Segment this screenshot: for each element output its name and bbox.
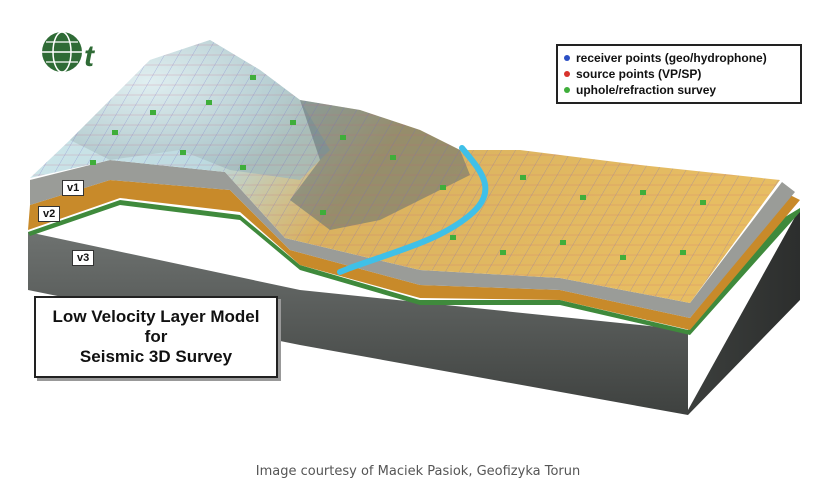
uphole-point [90,160,96,165]
company-logo: t [42,31,96,73]
uphole-point [620,255,626,260]
layer-v1 [30,160,795,318]
uphole-dot-icon [564,87,570,93]
legend-item-uphole: uphole/refraction survey [564,82,794,98]
block-front-face [28,232,688,415]
source-dot-icon [564,71,570,77]
legend-item-source: source points (VP/SP) [564,66,794,82]
uphole-point [250,75,256,80]
receiver-dot-icon [564,55,570,61]
uphole-point [206,100,212,105]
uphole-point [680,250,686,255]
legend-item-receiver: receiver points (geo/hydrophone) [564,50,794,66]
layer-label-v1: v1 [62,180,85,196]
uphole-point [112,130,118,135]
title-line-3: Seismic 3D Survey [79,347,233,366]
block-right-side [688,208,800,415]
legend-label: uphole/refraction survey [576,83,717,97]
title-line-1: Low Velocity Layer Model [52,307,260,326]
layer-label-v3: v3 [72,250,95,266]
uphole-point [700,200,706,205]
uphole-points [90,75,706,260]
legend-label: receiver points (geo/hydrophone) [576,51,767,65]
uphole-point [520,175,526,180]
title-line-2: for [144,327,168,346]
uphole-point [450,235,456,240]
river [337,145,489,275]
diagram-title-box: Low Velocity Layer Model for Seismic 3D … [34,296,278,378]
uphole-point [290,120,296,125]
uphole-point [150,110,156,115]
uphole-point [440,185,446,190]
uphole-point [340,135,346,140]
seismic-block-diagram [28,40,800,415]
image-caption: Image courtesy of Maciek Pasiok, Geofizy… [255,464,581,479]
layer-label-v2: v2 [38,206,61,222]
uphole-point [320,210,326,215]
uphole-point [560,240,566,245]
legend: receiver points (geo/hydrophone) source … [556,44,802,104]
uphole-point [500,250,506,255]
uphole-point [640,190,646,195]
uphole-point [180,150,186,155]
legend-label: source points (VP/SP) [576,67,702,81]
uphole-point [390,155,396,160]
survey-grid [30,40,780,303]
logo-text: t [84,40,96,73]
uphole-point [580,195,586,200]
uphole-point [240,165,246,170]
layer-v2 [28,180,800,330]
